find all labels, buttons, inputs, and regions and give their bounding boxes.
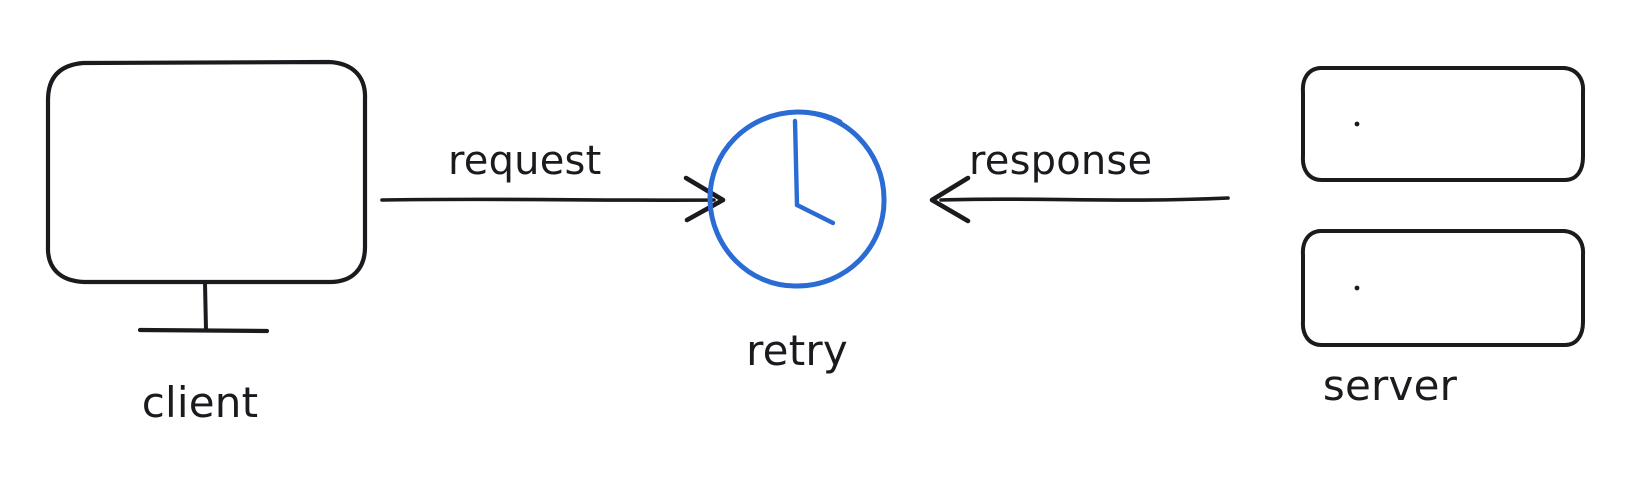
monitor-stand-icon bbox=[203, 281, 208, 332]
response-arrow-line bbox=[939, 196, 1230, 202]
request-edge-label: request bbox=[448, 138, 602, 184]
response-arrow-head-icon bbox=[929, 175, 971, 224]
retry-label: retry bbox=[746, 326, 848, 375]
server-led-top-icon bbox=[1354, 121, 1360, 127]
monitor-base-icon bbox=[137, 327, 270, 334]
clock-icon bbox=[707, 109, 887, 289]
request-arrow-head-icon bbox=[683, 175, 726, 223]
clock-hour-hand-icon bbox=[794, 202, 836, 226]
response-arrow[interactable] bbox=[929, 175, 1230, 224]
monitor-icon bbox=[45, 59, 368, 285]
client-node[interactable] bbox=[45, 59, 368, 334]
client-label: client bbox=[141, 378, 259, 427]
clock-minute-hand-icon bbox=[792, 118, 800, 208]
server-label: server bbox=[1322, 361, 1458, 410]
server-unit-bottom-icon bbox=[1300, 229, 1586, 347]
request-arrow[interactable] bbox=[380, 175, 726, 223]
response-edge-label: response bbox=[969, 138, 1153, 184]
retry-node[interactable] bbox=[707, 109, 887, 289]
server-led-bottom-icon bbox=[1354, 285, 1360, 291]
request-arrow-line bbox=[380, 197, 716, 203]
server-node[interactable] bbox=[1300, 66, 1586, 347]
server-unit-top-icon bbox=[1300, 66, 1586, 182]
